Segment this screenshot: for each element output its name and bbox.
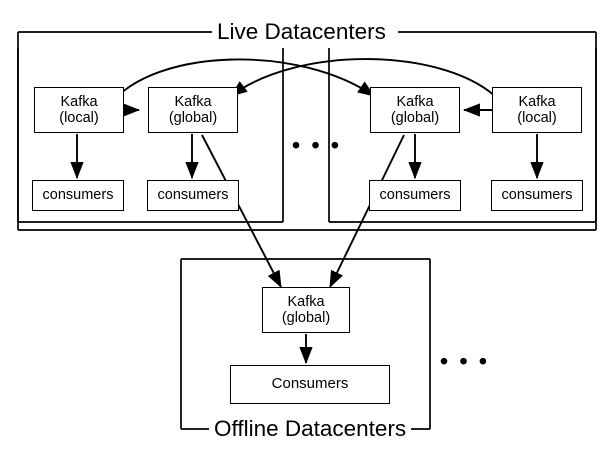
kafka-local-right-line1: Kafka <box>518 93 556 110</box>
kafka-global-left-line1: Kafka <box>174 93 212 110</box>
consumers-offline-box[interactable]: Consumers <box>230 365 390 404</box>
live-datacenter-right-border <box>328 48 597 223</box>
consumers-global-left-box[interactable]: consumers <box>147 180 239 211</box>
consumers-local-left-label: consumers <box>42 187 114 204</box>
consumers-local-left-box[interactable]: consumers <box>32 180 124 211</box>
consumers-global-left-label: consumers <box>157 187 229 204</box>
ellipsis-between-live-datacenters: • • • <box>292 132 342 158</box>
offline-datacenters-group-border <box>180 258 431 430</box>
edge-right-local-to-left-global-curve <box>230 58 501 102</box>
kafka-local-left-line2: (local) <box>59 110 99 126</box>
consumers-global-right-box[interactable]: consumers <box>369 180 461 211</box>
offline-datacenters-label: Offline Datacenters <box>209 417 412 441</box>
kafka-local-right-line2: (local) <box>517 110 557 126</box>
consumers-offline-label: Consumers <box>271 375 349 393</box>
kafka-local-left-box[interactable]: Kafka (local) <box>34 87 124 133</box>
ellipsis-right-of-offline-datacenter: • • • <box>440 348 490 374</box>
kafka-global-right-box[interactable]: Kafka (global) <box>370 87 460 133</box>
live-datacenter-left-border <box>17 48 284 223</box>
kafka-global-offline-box[interactable]: Kafka (global) <box>262 287 350 333</box>
edge-left-global-to-offline-kafka <box>201 134 282 289</box>
kafka-global-right-line2: (global) <box>390 110 440 126</box>
kafka-global-left-line2: (global) <box>168 110 218 126</box>
kafka-global-right-line1: Kafka <box>396 93 434 110</box>
kafka-global-left-box[interactable]: Kafka (global) <box>148 87 238 133</box>
consumers-local-right-box[interactable]: consumers <box>491 180 583 211</box>
kafka-global-offline-line1: Kafka <box>287 293 325 310</box>
kafka-local-left-line1: Kafka <box>60 93 98 110</box>
live-datacenters-label: Live Datacenters <box>212 20 391 44</box>
consumers-global-right-label: consumers <box>379 187 451 204</box>
kafka-local-right-box[interactable]: Kafka (local) <box>492 87 582 133</box>
consumers-local-right-label: consumers <box>501 187 573 204</box>
edge-left-local-to-right-global-curve <box>112 58 375 102</box>
kafka-global-offline-line2: (global) <box>281 310 331 326</box>
edge-right-global-to-offline-kafka <box>329 134 405 289</box>
